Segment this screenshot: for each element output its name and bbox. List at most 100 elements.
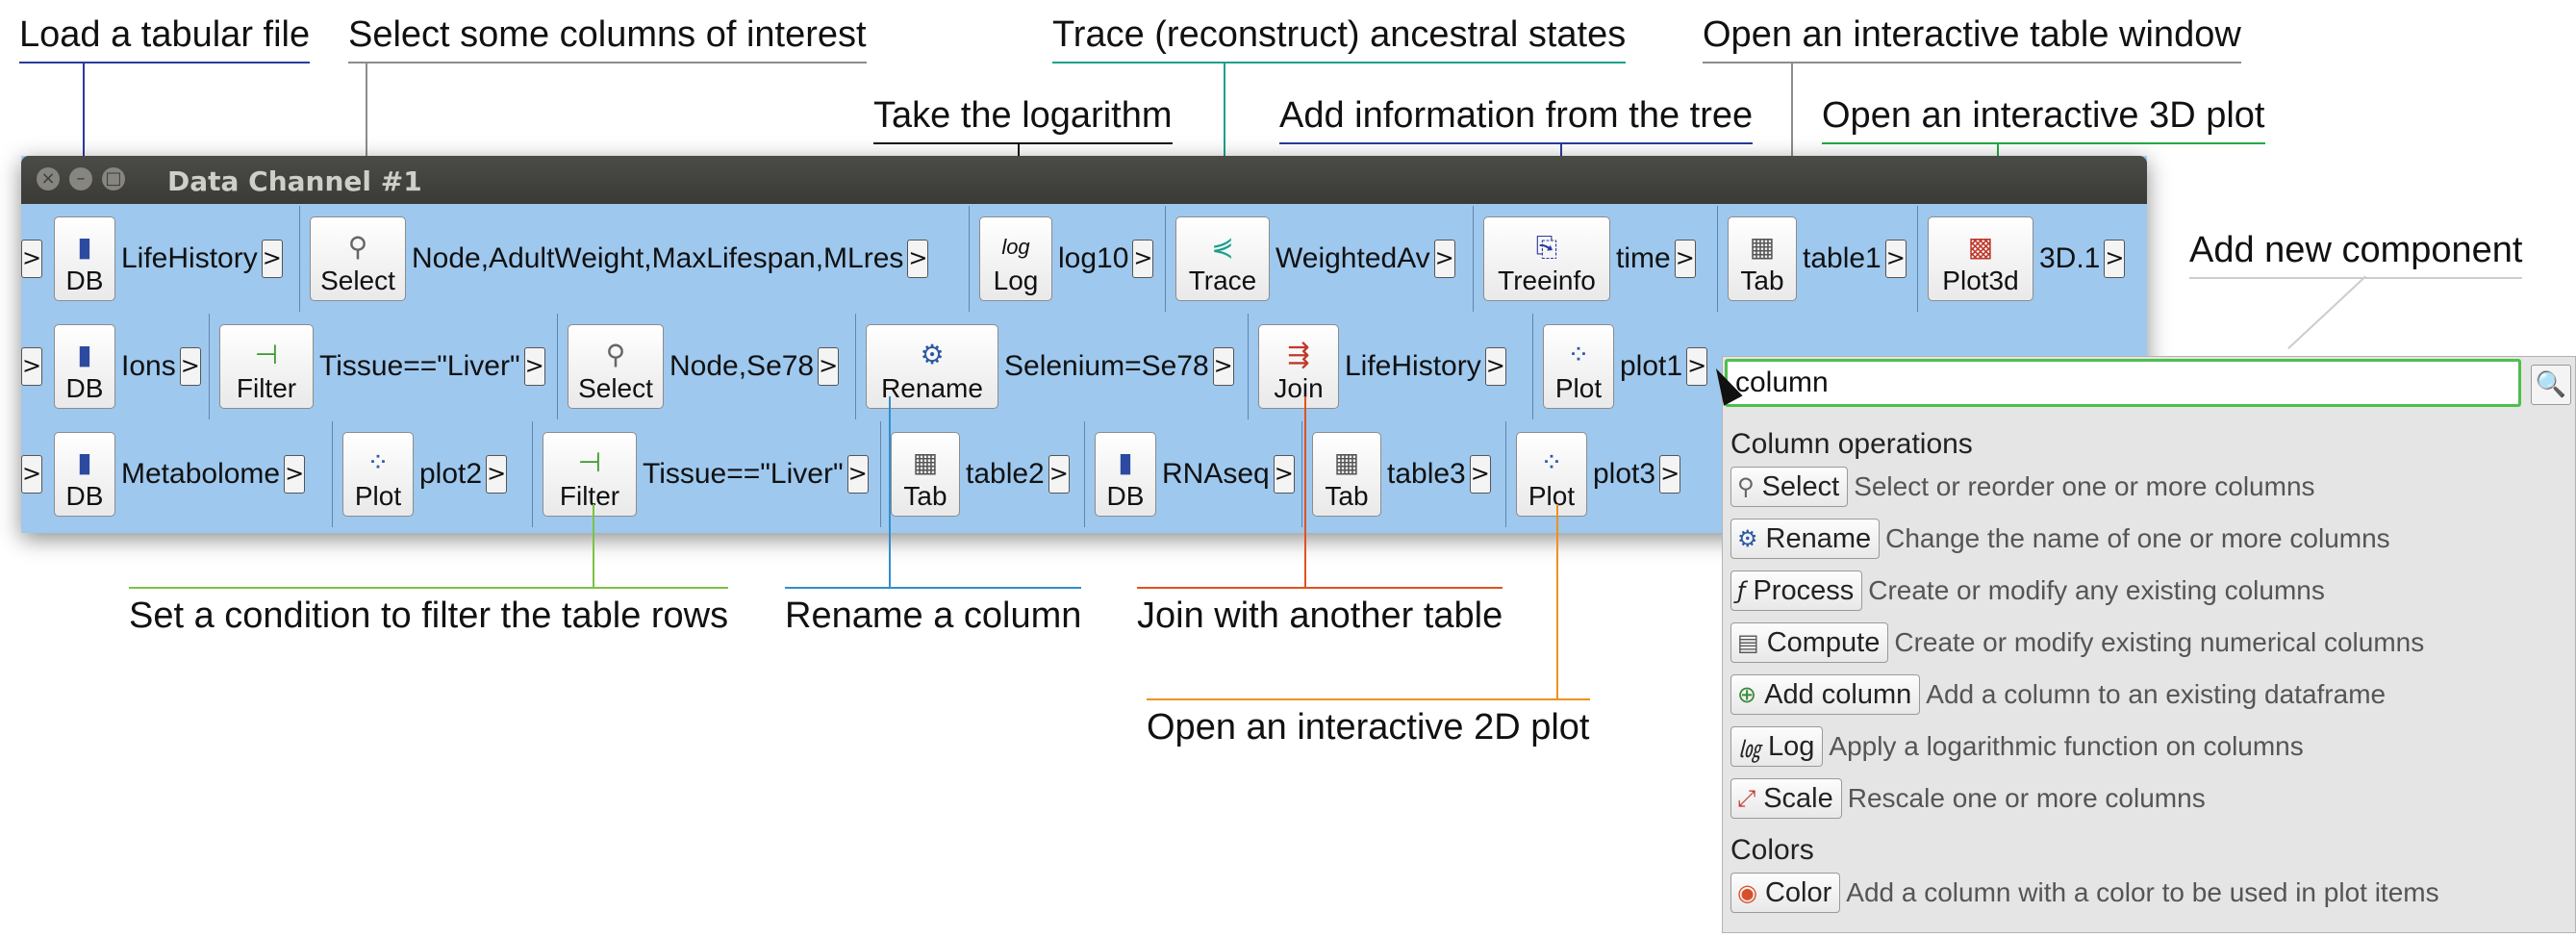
- menu-item-add-column[interactable]: ⊕ Add column Add a column to an existing…: [1730, 672, 2386, 717]
- pipeline-segment: log Log log10 >: [970, 206, 1166, 312]
- maximize-icon[interactable]: □: [102, 167, 125, 190]
- component-argument: plot3: [1593, 458, 1656, 490]
- scale-component-button[interactable]: ⤢ Scale: [1730, 778, 1842, 819]
- plot-button[interactable]: ⁘ Plot: [1516, 432, 1587, 517]
- arrow-button[interactable]: >: [1469, 455, 1491, 494]
- minimize-icon[interactable]: –: [69, 167, 92, 190]
- button-label: Filter: [236, 373, 297, 403]
- button-label: DB: [1106, 481, 1145, 511]
- menu-item-color[interactable]: ◉ Color Add a column with a color to be …: [1730, 871, 2439, 915]
- compute-component-button[interactable]: ▤ Compute: [1730, 622, 1889, 663]
- arrow-button[interactable]: >: [2104, 240, 2126, 278]
- database-icon: ▮: [77, 447, 92, 477]
- db-button[interactable]: ▮ DB: [54, 432, 115, 517]
- scale-icon: ⤢: [1737, 785, 1756, 812]
- db-button[interactable]: ▮ DB: [54, 324, 115, 409]
- window-titlebar: × – □ Data Channel #1: [21, 156, 2147, 204]
- pipeline-segment: ▦ Tab table2 >: [881, 421, 1085, 527]
- rename-button[interactable]: ⚙ Rename: [866, 324, 998, 409]
- pipeline-segment: ⊣ Filter Tissue=="Liver" >: [210, 314, 558, 419]
- select-button[interactable]: ⚲ Select: [310, 216, 406, 301]
- pipeline-segment: ⁘ Plot plot2 >: [333, 421, 533, 527]
- plot-button[interactable]: ⁘ Plot: [342, 432, 414, 517]
- row-arrow-button[interactable]: >: [21, 240, 42, 278]
- search-icon[interactable]: 🔍: [2531, 365, 2571, 405]
- arrow-button[interactable]: >: [818, 347, 840, 386]
- join-button[interactable]: ⇶ Join: [1258, 324, 1339, 409]
- rename-icon: ⚙: [1737, 525, 1758, 552]
- treeinfo-button[interactable]: ⎘ Treeinfo: [1483, 216, 1610, 301]
- tab-button[interactable]: ▦ Tab: [1728, 216, 1797, 301]
- annotation-add: Add new component: [2189, 229, 2523, 279]
- menu-item-select[interactable]: ⚲ Select Select or reorder one or more c…: [1730, 465, 2315, 509]
- arrow-button[interactable]: >: [179, 347, 201, 386]
- button-label: Plot: [1554, 373, 1603, 403]
- menu-item-label: Rename: [1765, 522, 1872, 554]
- arrow-button[interactable]: >: [1686, 347, 1708, 386]
- plot3d-button[interactable]: ▩ Plot3d: [1928, 216, 2033, 301]
- arrow-button[interactable]: >: [846, 455, 869, 494]
- log-button[interactable]: log Log: [979, 216, 1052, 301]
- annotation-trace-line: [1224, 63, 1225, 227]
- color-wheel-icon: ◉: [1737, 879, 1757, 906]
- log-component-button[interactable]: ㏒ Log: [1730, 726, 1824, 767]
- arrow-button[interactable]: >: [1048, 455, 1070, 494]
- row-arrow-button[interactable]: >: [21, 347, 42, 386]
- component-search-input[interactable]: column: [1725, 359, 2521, 407]
- db-button[interactable]: ▮ DB: [54, 216, 115, 301]
- arrow-button[interactable]: >: [486, 455, 508, 494]
- annotation-add-line: [2287, 275, 2366, 350]
- menu-item-process[interactable]: ƒ Process Create or modify any existing …: [1730, 569, 2325, 613]
- arrow-button[interactable]: >: [523, 347, 545, 386]
- arrow-button[interactable]: >: [1674, 240, 1696, 278]
- menu-item-compute[interactable]: ▤ Compute Create or modify existing nume…: [1730, 621, 2424, 665]
- annotation-table-line: [1791, 63, 1793, 227]
- pipeline-segment: ⚙ Rename Selenium=Se78 >: [856, 314, 1249, 419]
- arrow-button[interactable]: >: [1884, 240, 1907, 278]
- pipeline-segment: ⋞ Trace WeightedAv >: [1166, 206, 1474, 312]
- component-argument: Metabolome: [121, 458, 281, 490]
- arrow-button[interactable]: >: [1659, 455, 1681, 494]
- arrow-button[interactable]: >: [1212, 347, 1234, 386]
- color-component-button[interactable]: ◉ Color: [1730, 873, 1841, 913]
- select-component-button[interactable]: ⚲ Select: [1730, 467, 1849, 507]
- arrow-button[interactable]: >: [1132, 240, 1154, 278]
- button-label: Select: [320, 266, 395, 295]
- tab-button[interactable]: ▦ Tab: [1312, 432, 1381, 517]
- menu-item-label: Compute: [1766, 626, 1881, 658]
- button-label: DB: [65, 266, 104, 295]
- add-column-component-button[interactable]: ⊕ Add column: [1730, 674, 1921, 715]
- menu-item-log[interactable]: ㏒ Log Apply a logarithmic function on co…: [1730, 724, 2304, 769]
- arrow-button[interactable]: >: [1433, 240, 1455, 278]
- arrow-button[interactable]: >: [284, 455, 306, 494]
- filter-button[interactable]: ⊣ Filter: [543, 432, 637, 517]
- join-icon: ⇶: [1287, 340, 1310, 369]
- close-icon[interactable]: ×: [37, 167, 60, 190]
- pipeline-row: > ▮ DB Ions > ⊣ Filter Tissue=="Liver" >…: [21, 314, 1726, 419]
- plot-button[interactable]: ⁘ Plot: [1543, 324, 1614, 409]
- rename-component-button[interactable]: ⚙ Rename: [1730, 519, 1881, 559]
- add-component-popup: column 🔍 Column operations ⚲ Select Sele…: [1722, 356, 2576, 933]
- arrow-button[interactable]: >: [907, 240, 929, 278]
- component-argument: table3: [1387, 458, 1466, 490]
- arrow-button[interactable]: >: [1484, 347, 1506, 386]
- process-component-button[interactable]: ƒ Process: [1730, 570, 1863, 611]
- menu-item-scale[interactable]: ⤢ Scale Rescale one or more columns: [1730, 776, 2206, 821]
- button-label: Trace: [1188, 266, 1257, 295]
- tab-button[interactable]: ▦ Tab: [891, 432, 960, 517]
- menu-item-description: Select or reorder one or more columns: [1854, 471, 2315, 501]
- annotation-treeinfo: Add information from the tree: [1279, 94, 1754, 144]
- trace-button[interactable]: ⋞ Trace: [1175, 216, 1270, 301]
- row-arrow-button[interactable]: >: [21, 455, 42, 494]
- filter-button[interactable]: ⊣ Filter: [219, 324, 314, 409]
- menu-item-description: Rescale one or more columns: [1847, 783, 2206, 813]
- db-button[interactable]: ▮ DB: [1095, 432, 1156, 517]
- component-argument: time: [1616, 242, 1671, 274]
- button-label: Log: [993, 266, 1039, 295]
- select-button[interactable]: ⚲ Select: [568, 324, 664, 409]
- component-argument: 3D.1: [2039, 242, 2101, 274]
- arrow-button[interactable]: >: [261, 240, 283, 278]
- menu-item-rename[interactable]: ⚙ Rename Change the name of one or more …: [1730, 517, 2390, 561]
- button-label: Tab: [903, 481, 947, 511]
- arrow-button[interactable]: >: [1273, 455, 1295, 494]
